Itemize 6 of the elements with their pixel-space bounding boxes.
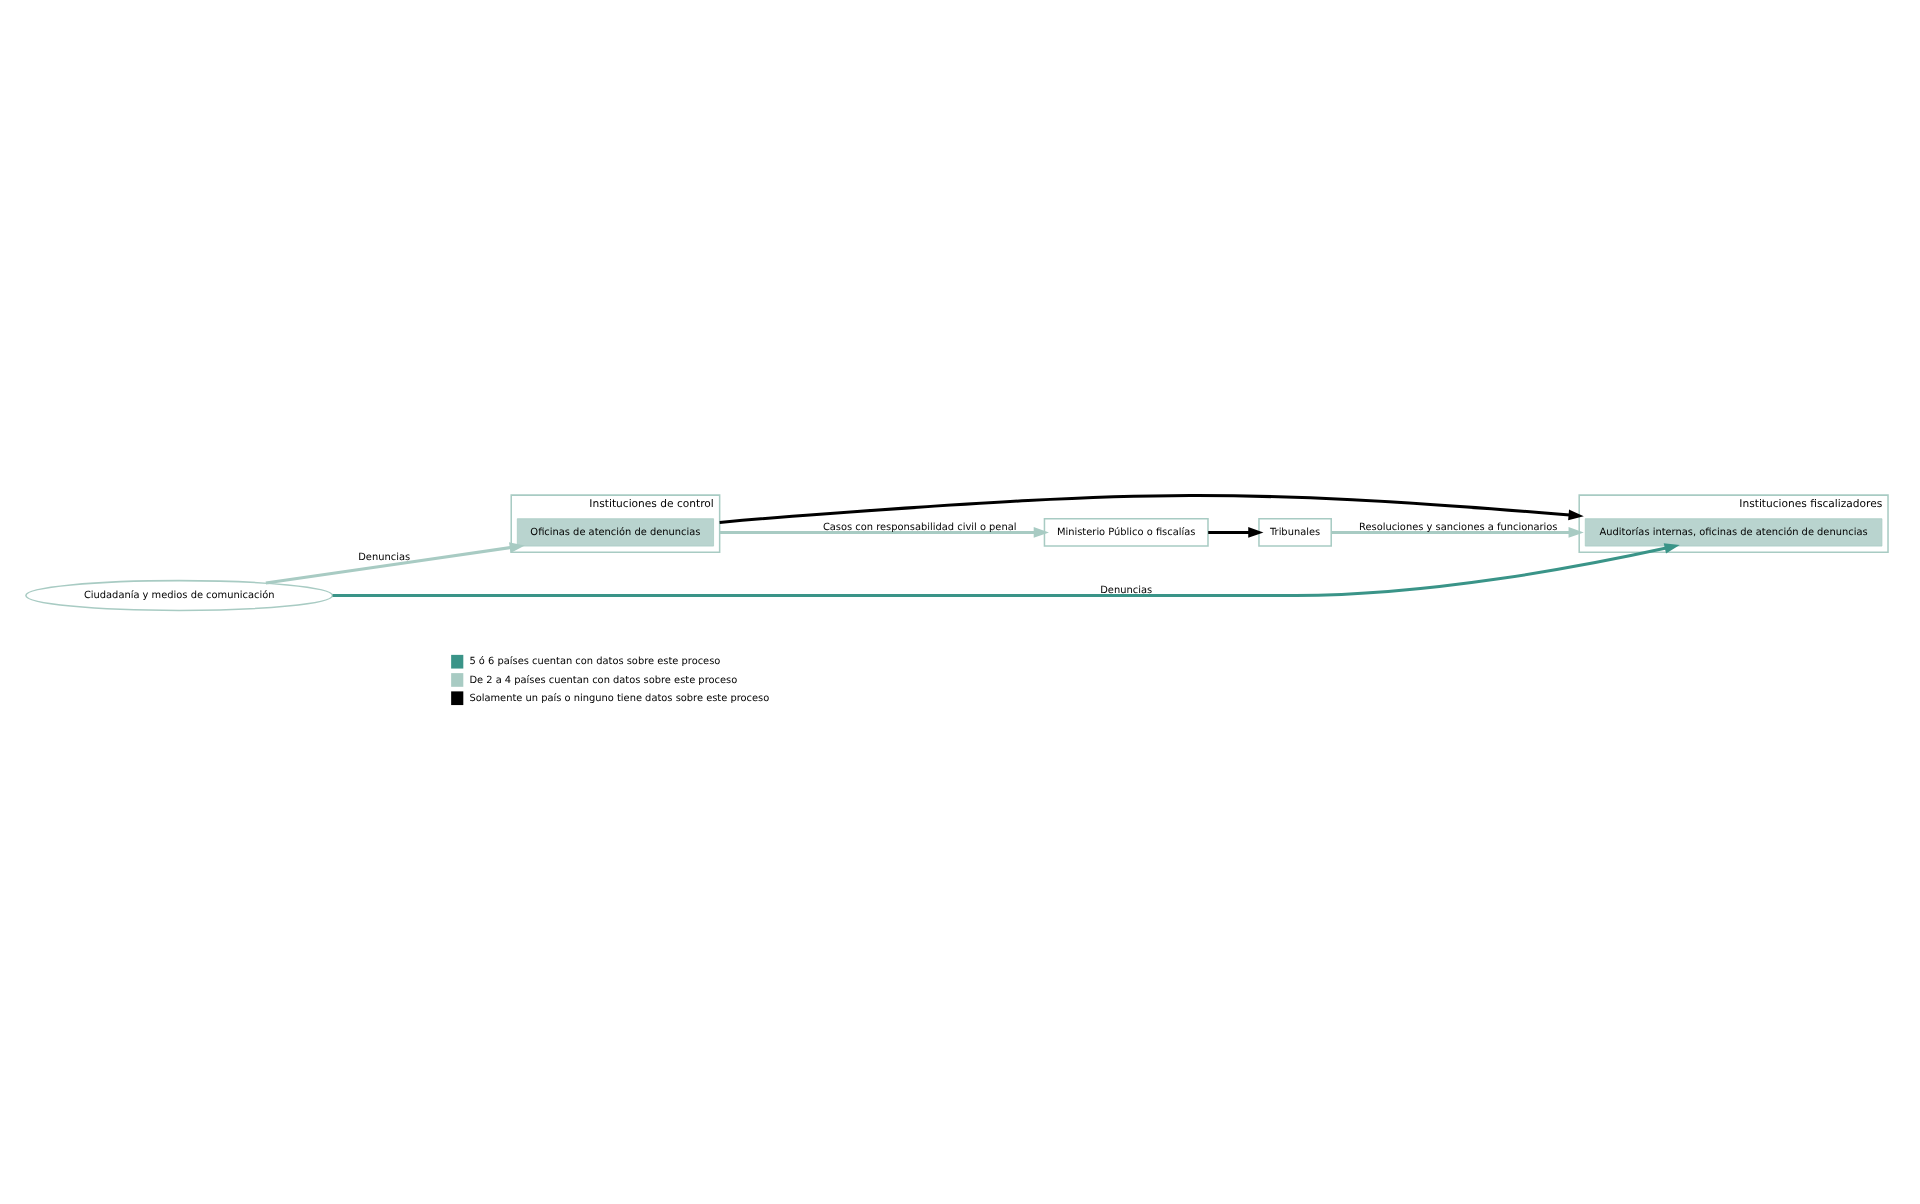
arrow (1331, 527, 1584, 538)
arrow (719, 527, 1049, 538)
arrow (265, 542, 525, 585)
arrow (1208, 527, 1264, 538)
arrow (719, 494, 1584, 524)
arrow (332, 543, 1680, 598)
